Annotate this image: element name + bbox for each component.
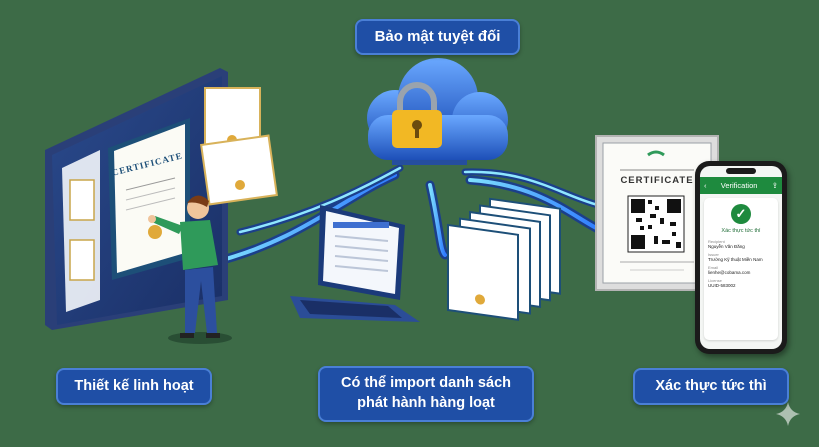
- phone-header: ‹ Verification ⇪: [700, 177, 782, 194]
- detail-label: Issuer: [708, 252, 719, 257]
- security-cloud: [367, 58, 508, 165]
- detail-row: Issuer Trường Kỹ thuật Miền Nam: [708, 252, 774, 262]
- certificate-stack: [447, 197, 561, 321]
- framed-certificate-title: CERTIFICATE: [620, 175, 693, 186]
- verification-status: Xác thực tức thì: [721, 228, 761, 234]
- detail-row: Recipient Nguyễn Văn Đăng: [708, 239, 774, 249]
- label-security: Bảo mật tuyệt đối: [355, 19, 520, 55]
- floating-certificates: [200, 87, 278, 206]
- label-bulk-import-line1: Có thể import danh sách: [341, 375, 511, 392]
- detail-label: Email: [708, 265, 719, 270]
- label-instant-verify-text: Xác thực tức thì: [655, 377, 767, 394]
- label-flexible-design: Thiết kế linh hoạt: [56, 368, 212, 405]
- detail-row: License UUID-583002: [708, 278, 774, 288]
- person-figure: [148, 195, 232, 344]
- label-bulk-import: Có thể import danh sách phát hành hàng l…: [318, 366, 534, 422]
- check-icon: ✓: [731, 204, 751, 224]
- detail-value: Nguyễn Văn Đăng: [708, 244, 745, 249]
- detail-row: Email lienhe@cobama.com: [708, 265, 774, 275]
- share-icon[interactable]: ⇪: [771, 181, 778, 190]
- phone: ‹ Verification ⇪ ✓ Xác thực tức thì Reci…: [695, 161, 787, 354]
- detail-list: Recipient Nguyễn Văn Đăng Issuer Trường …: [704, 234, 778, 288]
- label-flexible-design-text: Thiết kế linh hoạt: [74, 377, 194, 394]
- verification-card: ✓ Xác thực tức thì Recipient Nguyễn Văn …: [704, 198, 778, 340]
- detail-value: Trường Kỹ thuật Miền Nam: [708, 257, 763, 262]
- label-security-text: Bảo mật tuyệt đối: [374, 27, 501, 45]
- laptop: [290, 205, 420, 322]
- certificate-main: CERTIFICATE: [108, 118, 190, 280]
- data-flow-lines: [210, 164, 605, 267]
- phone-header-title: Verification: [720, 181, 758, 190]
- detail-value: UUID-583002: [708, 283, 736, 288]
- detail-label: Recipient: [708, 239, 725, 244]
- phone-screen: ‹ Verification ⇪ ✓ Xác thực tức thì Reci…: [700, 166, 782, 349]
- back-arrow-icon[interactable]: ‹: [704, 181, 707, 190]
- detail-value: lienhe@cobama.com: [708, 270, 751, 275]
- label-instant-verify: Xác thực tức thì: [633, 368, 789, 405]
- phone-notch: [726, 168, 756, 174]
- detail-label: License: [708, 278, 722, 283]
- label-bulk-import-line2: phát hành hàng loạt: [357, 395, 495, 411]
- sparkle-icon: [776, 402, 800, 426]
